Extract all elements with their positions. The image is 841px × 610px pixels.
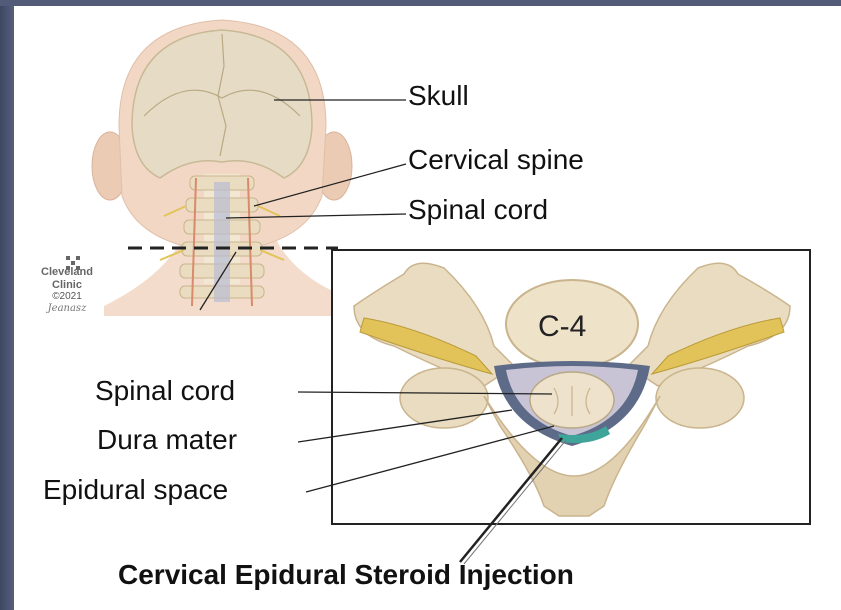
left-articular-pillar <box>400 368 488 428</box>
watermark-organization: Cleveland Clinic <box>20 266 114 291</box>
watermark: Cleveland Clinic ©2021 Jeanasz <box>20 252 114 314</box>
label-spinal-cord-top: Spinal cord <box>408 196 548 224</box>
diagram-title: Cervical Epidural Steroid Injection <box>118 561 574 589</box>
head-back-view <box>92 20 352 316</box>
label-spinal-cord-left: Spinal cord <box>95 377 235 405</box>
label-epidural-space: Epidural space <box>43 476 228 504</box>
vertebra-label: C-4 <box>538 310 586 344</box>
label-dura-mater: Dura mater <box>97 426 237 454</box>
label-cervical-spine: Cervical spine <box>408 146 584 174</box>
skull-bone <box>132 30 312 178</box>
window-frame-left <box>0 0 14 610</box>
right-articular-pillar <box>656 368 744 428</box>
watermark-copyright: ©2021 <box>20 291 114 303</box>
label-skull: Skull <box>408 82 469 110</box>
watermark-signature: Jeanasz <box>20 303 114 315</box>
